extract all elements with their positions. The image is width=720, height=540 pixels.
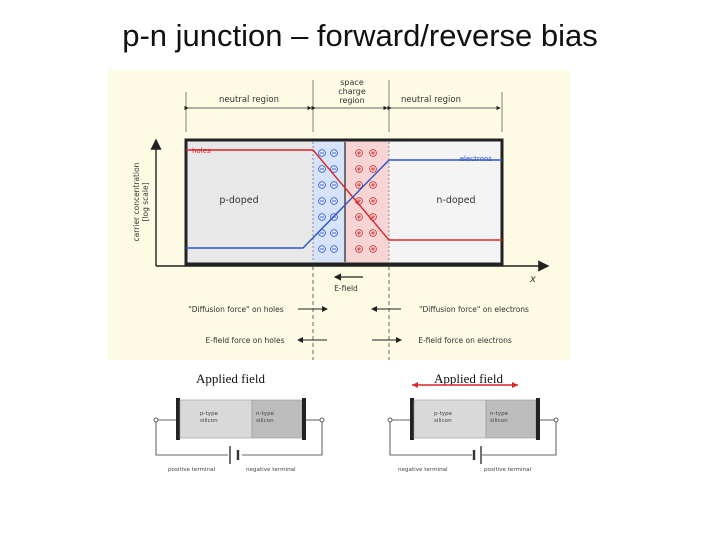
donor-ion [355,165,363,173]
acceptor-ion [330,197,338,205]
n-type-label: n-type [490,411,509,417]
left-terminal-label: negative terminal [398,467,448,473]
right-contact [536,398,540,440]
p-type-label: p-type [434,411,453,417]
acceptor-ion [318,165,326,173]
wire-right [242,420,323,456]
depletion-p-side [313,140,345,264]
junction-frame [184,138,504,266]
wire-left [389,420,472,456]
forward-bias-circuit: p-type silicon n-type silicon positive t… [150,381,330,487]
acceptor-ion [330,181,338,189]
p-type-block [413,399,487,439]
reverse-bias-circuit: p-type silicon n-type silicon negative t… [384,382,564,487]
n-silicon-label: silicon [256,418,274,424]
acceptor-ion [330,245,338,253]
p-doped-label: p-doped [219,195,258,206]
diffusion-holes-label: "Diffusion force" on holes [188,305,283,314]
electrons-label: electrons [460,155,493,163]
donor-ion [369,245,377,253]
acceptor-ion [318,149,326,157]
space-label-line3: region [339,96,364,105]
applied-field-caption-right: Applied field [434,371,503,386]
diffusion-electrons-label: "Diffusion force" on electrons [419,305,529,314]
neutral-region-right-label: neutral region [401,95,461,105]
acceptor-ion [330,229,338,237]
donor-ion [355,245,363,253]
left-terminal-label: positive terminal [168,467,216,473]
donor-ion [369,229,377,237]
holes-concentration-curve [186,149,502,241]
neutral-region-left-label: neutral region [219,95,279,105]
donor-ion [369,165,377,173]
applied-field-arrow-right [412,382,518,388]
left-contact [176,398,180,440]
circuit-svg-1: p-type silicon n-type silicon positive t… [153,381,325,473]
space-label-line2: charge [338,87,366,96]
p-doped-region [186,140,313,264]
depletion-n-side [345,140,389,264]
p-silicon-label: silicon [434,418,452,424]
donor-ion [369,149,377,157]
donor-ion [355,149,363,157]
n-silicon-label: silicon [490,418,508,424]
acceptor-ion [318,181,326,189]
p-type-label: p-type [200,411,219,417]
acceptor-ion [330,213,338,221]
n-doped-label: n-doped [436,195,475,206]
acceptor-ion [330,149,338,157]
p-type-block [179,399,253,439]
donor-ion [369,181,377,189]
acceptor-ion [318,197,326,205]
donor-ion [355,213,363,221]
electrons-concentration-curve [186,159,502,249]
space-label-line1: space [340,78,364,87]
right-terminal-label: positive terminal [484,467,532,473]
wire-left [155,420,228,456]
slide-title: p-n junction – forward/reverse bias [122,18,598,53]
n-type-block [485,399,537,439]
acceptor-ion [318,245,326,253]
pn-junction-diagram: neutral region space charge region neutr… [108,70,570,360]
holes-label: holes [192,147,211,155]
efield-holes-label: E-field force on holes [206,336,285,345]
p-silicon-label: silicon [200,418,218,424]
y-axis-label-line1: carrier concentration [132,162,141,241]
efield-electrons-label: E-field force on electrons [418,336,512,345]
donor-ion [355,181,363,189]
acceptor-ion [318,213,326,221]
left-contact [410,398,414,440]
y-axis-label-line2: [log scale] [141,182,150,221]
n-type-label: n-type [256,411,275,417]
right-terminal-label: negative terminal [246,467,296,473]
wire-right [482,420,557,456]
acceptor-ion [330,165,338,173]
x-axis-label: x [529,274,536,285]
right-contact [302,398,306,440]
n-type-block [251,399,303,439]
applied-field-caption-left: Applied field [196,371,265,386]
junction-svg: neutral region space charge region neutr… [132,78,550,360]
donor-ion [369,197,377,205]
circuit-svg-2: p-type silicon n-type silicon negative t… [387,398,559,473]
donor-ion [355,229,363,237]
efield-label: E-field [334,284,358,293]
